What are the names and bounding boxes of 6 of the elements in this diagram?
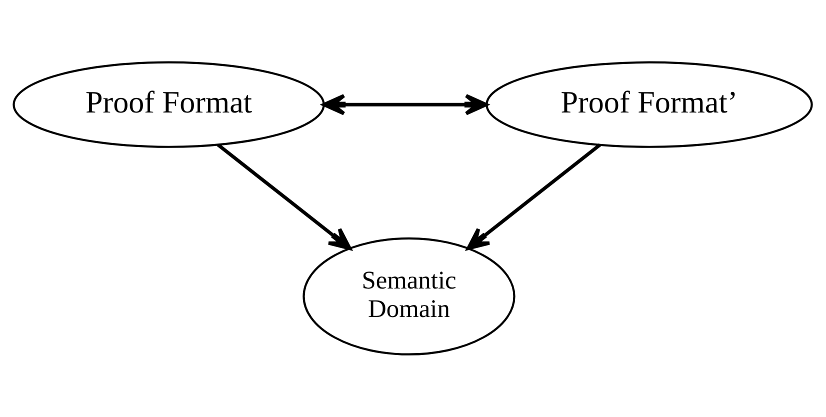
arrow bbox=[466, 143, 602, 250]
arrow bbox=[322, 94, 488, 116]
node-ellipse: Proof Format’ bbox=[486, 61, 813, 148]
node-ellipse: Semantic Domain bbox=[302, 237, 516, 356]
arrow bbox=[216, 143, 352, 250]
node-ellipse: Proof Format bbox=[12, 61, 325, 148]
